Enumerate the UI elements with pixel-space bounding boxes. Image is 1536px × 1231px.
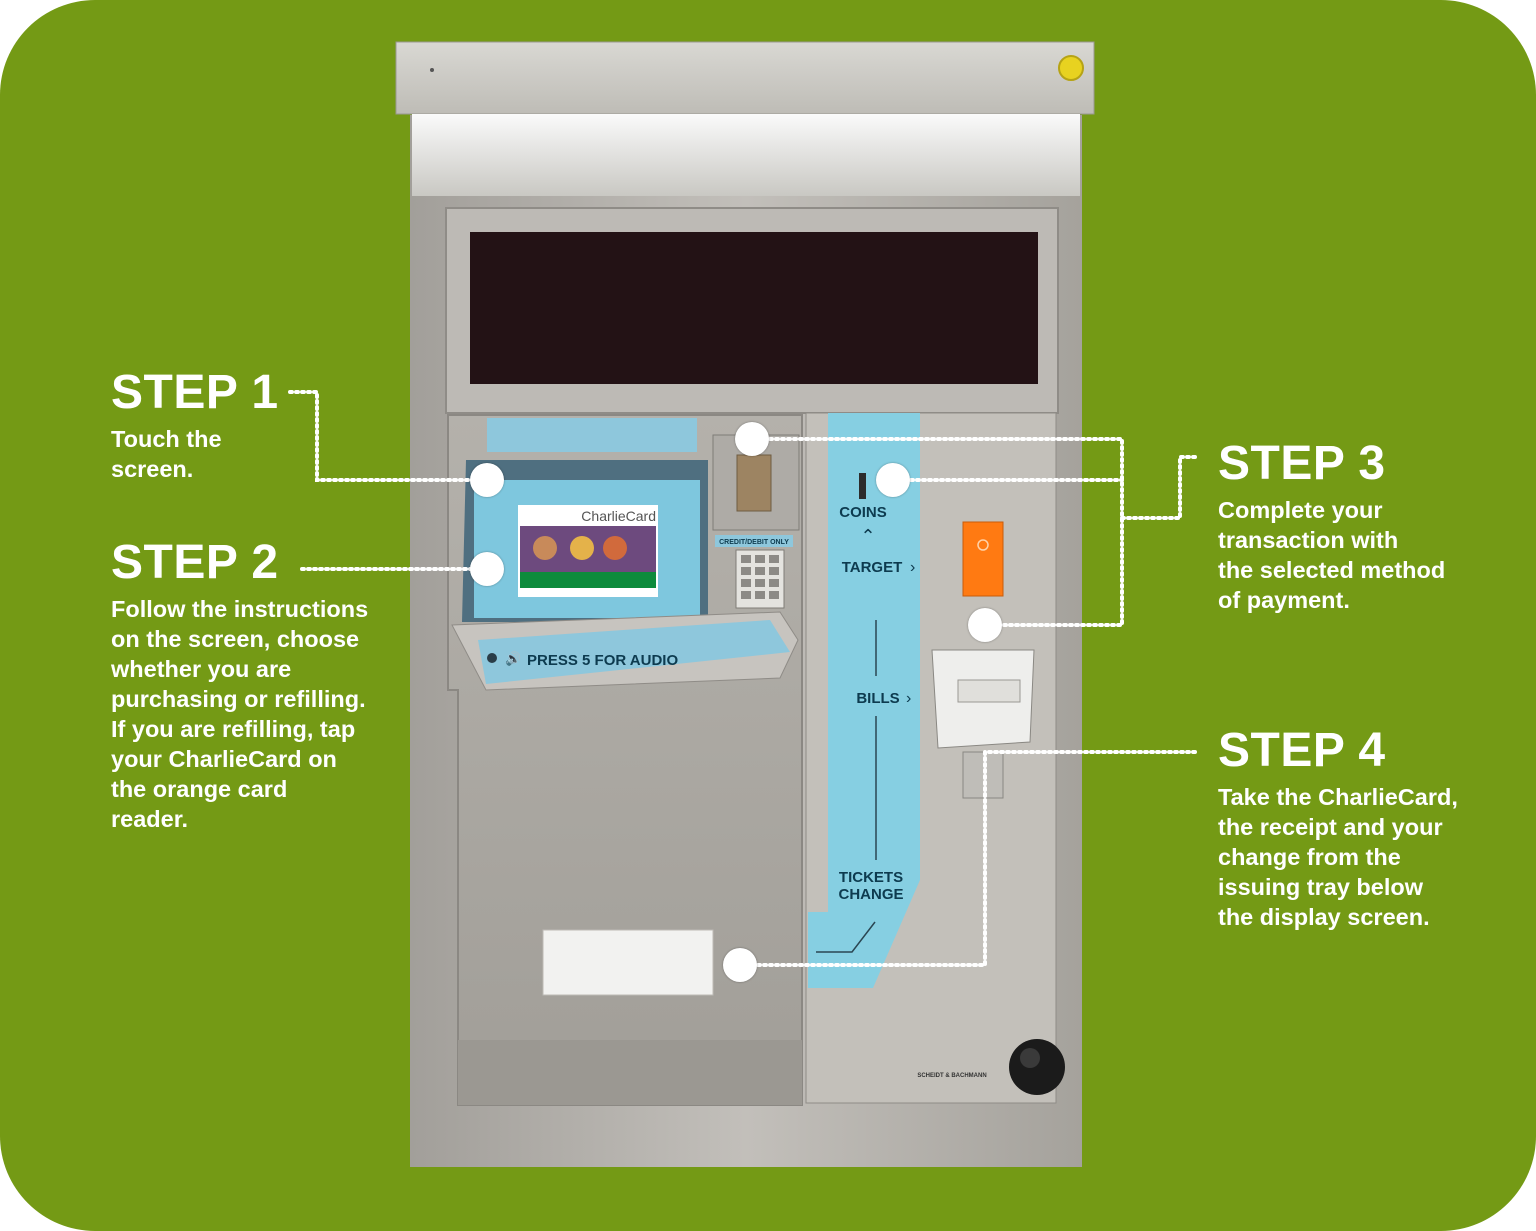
step4-tray-dot [723,948,757,982]
screen-card-title: CharlieCard [581,508,656,524]
audio-jack-icon [487,653,497,663]
hood-sensor [430,68,434,72]
audio-accent [478,620,790,684]
bills-label: BILLS [856,690,899,707]
step3-card-slot-dot [735,422,769,456]
step1-callout-line [288,390,489,482]
charliecard-figure [533,536,557,560]
step-2-text: Follow the instructions on the screen, c… [111,596,369,832]
issuing-tray[interactable] [542,929,714,996]
change-label: CHANGE [838,886,903,903]
chevron-right-icon: › [906,690,911,707]
speaker-icon: 🔊 [505,650,521,667]
step-4-text: Take the CharlieCard, the receipt and yo… [1218,784,1458,930]
bill-slot [957,679,1021,703]
payment-blue-strip [808,413,920,988]
credit-strip [715,535,793,547]
lock-knob-highlight [1020,1048,1040,1068]
step-3-text: Complete your transaction with the selec… [1218,497,1446,613]
charliecard-band [520,572,656,588]
step-2-title: STEP 2 [111,536,279,589]
step2-screen-dot [470,552,504,586]
card-slot[interactable] [736,454,772,512]
chevron-right-icon: › [910,559,915,576]
step3-callout-line [750,437,1199,627]
hood-light [412,114,1080,196]
keypad-keys [741,555,779,599]
orange-card-reader[interactable] [962,521,1004,597]
upper-display [470,232,1038,384]
coin-slot[interactable] [859,473,866,499]
step4-callout-line [738,750,1200,967]
chevron-up-icon: ⌃ [860,526,875,546]
lock-knob[interactable] [1009,1039,1065,1095]
step-3-title: STEP 3 [1218,437,1386,490]
charliecard-figure [603,536,627,560]
callout-lines [288,390,1200,967]
brand-label: SCHEIDT & BACHMANN [917,1073,986,1079]
coins-label: COINS [839,504,887,521]
step-2: STEP 2 Follow the instructions on the sc… [111,538,411,834]
step1-screen-dot [470,463,504,497]
step-3: STEP 3 Complete your transaction with th… [1218,439,1518,615]
tickets-label: TICKETS [839,869,903,886]
step3-reader-dot [968,608,1002,642]
credit-label: CREDIT/DEBIT ONLY [719,539,789,546]
lower-tray-housing [458,1040,802,1105]
step-4-title: STEP 4 [1218,724,1386,777]
reader-light [977,539,989,551]
step3-coins-dot [876,463,910,497]
audio-label: PRESS 5 FOR AUDIO [527,652,678,669]
machine-hood [395,41,1095,115]
step-4: STEP 4 Take the CharlieCard, the receipt… [1218,726,1518,932]
flow-arrow [816,921,876,953]
target-label: TARGET [842,559,903,576]
step-1: STEP 1 Touch the screen. [111,368,341,484]
speaker-bar [487,418,697,452]
status-light [1058,55,1084,81]
step-1-text: Touch the screen. [111,426,222,482]
charliecard-figure [570,536,594,560]
step-1-title: STEP 1 [111,366,279,419]
